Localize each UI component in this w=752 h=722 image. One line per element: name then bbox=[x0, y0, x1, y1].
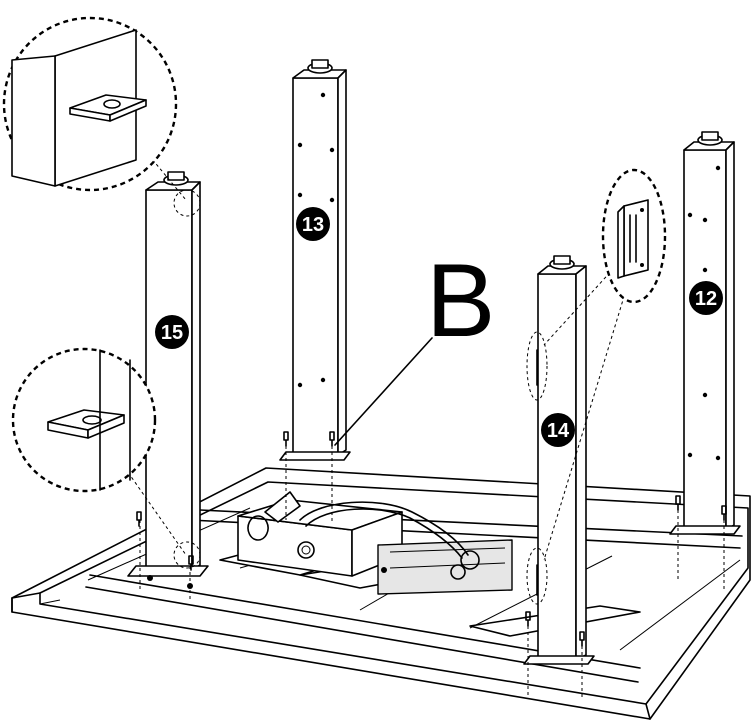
detail-callout-top bbox=[2, 16, 187, 201]
leader-line bbox=[334, 337, 433, 446]
detail-callout-right bbox=[543, 168, 667, 561]
leg-back-middle bbox=[279, 59, 351, 522]
screw-icon bbox=[329, 431, 335, 447]
screw-icon bbox=[188, 555, 194, 571]
knob-icon bbox=[247, 515, 269, 541]
screw-icon bbox=[579, 631, 585, 647]
leg-foot-plate bbox=[669, 525, 741, 535]
part-badge-14: 14 bbox=[541, 413, 575, 447]
callout-letter: B bbox=[426, 243, 495, 359]
control-box bbox=[237, 491, 513, 595]
leg-back-right bbox=[669, 131, 741, 590]
plug-icon bbox=[460, 550, 480, 570]
part-number-label: 14 bbox=[547, 420, 570, 442]
leg-foot-plate bbox=[279, 451, 351, 461]
part-number-label: 12 bbox=[695, 288, 717, 310]
screw-icon bbox=[721, 505, 727, 521]
screw-icon bbox=[136, 511, 142, 527]
leg-foot-plate bbox=[523, 655, 595, 665]
part-number-label: 13 bbox=[302, 214, 324, 236]
leg-foot-plate bbox=[127, 565, 209, 577]
detail-callout-bottom bbox=[11, 347, 187, 556]
part-badge-12: 12 bbox=[689, 281, 723, 315]
screw-icon bbox=[675, 495, 681, 511]
connector-icon bbox=[297, 541, 315, 559]
screw-icon bbox=[283, 431, 289, 447]
leg-left bbox=[127, 171, 209, 600]
leg-front-right bbox=[523, 255, 595, 700]
screw-icon bbox=[525, 611, 531, 627]
part-number-label: 15 bbox=[161, 322, 183, 344]
part-badge-13: 13 bbox=[296, 207, 330, 241]
part-badge-15: 15 bbox=[155, 315, 189, 349]
